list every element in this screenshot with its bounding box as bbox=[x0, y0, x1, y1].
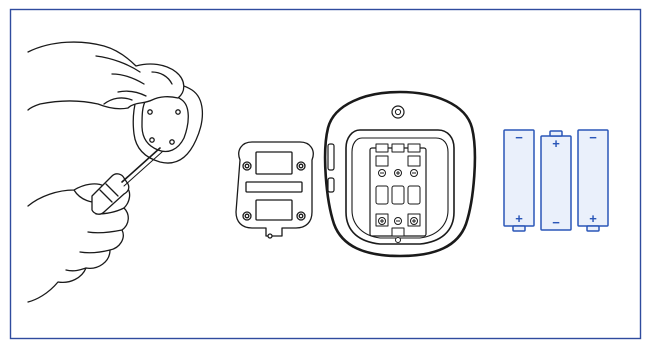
hands-screwdriver-icon bbox=[27, 41, 203, 303]
battery-2-positive-mark: + bbox=[552, 136, 560, 151]
battery-1-negative-mark: − bbox=[515, 130, 523, 145]
battery-icon bbox=[503, 129, 609, 232]
battery-3-negative-mark: − bbox=[589, 130, 597, 145]
battery-3-positive-mark: + bbox=[589, 211, 597, 226]
battery-2-negative-mark: − bbox=[552, 215, 560, 230]
compartment-polarity-markings bbox=[378, 169, 418, 225]
back-cover-icon bbox=[235, 141, 314, 239]
battery-1-positive-mark: + bbox=[515, 211, 523, 226]
device-open-icon bbox=[323, 90, 477, 258]
